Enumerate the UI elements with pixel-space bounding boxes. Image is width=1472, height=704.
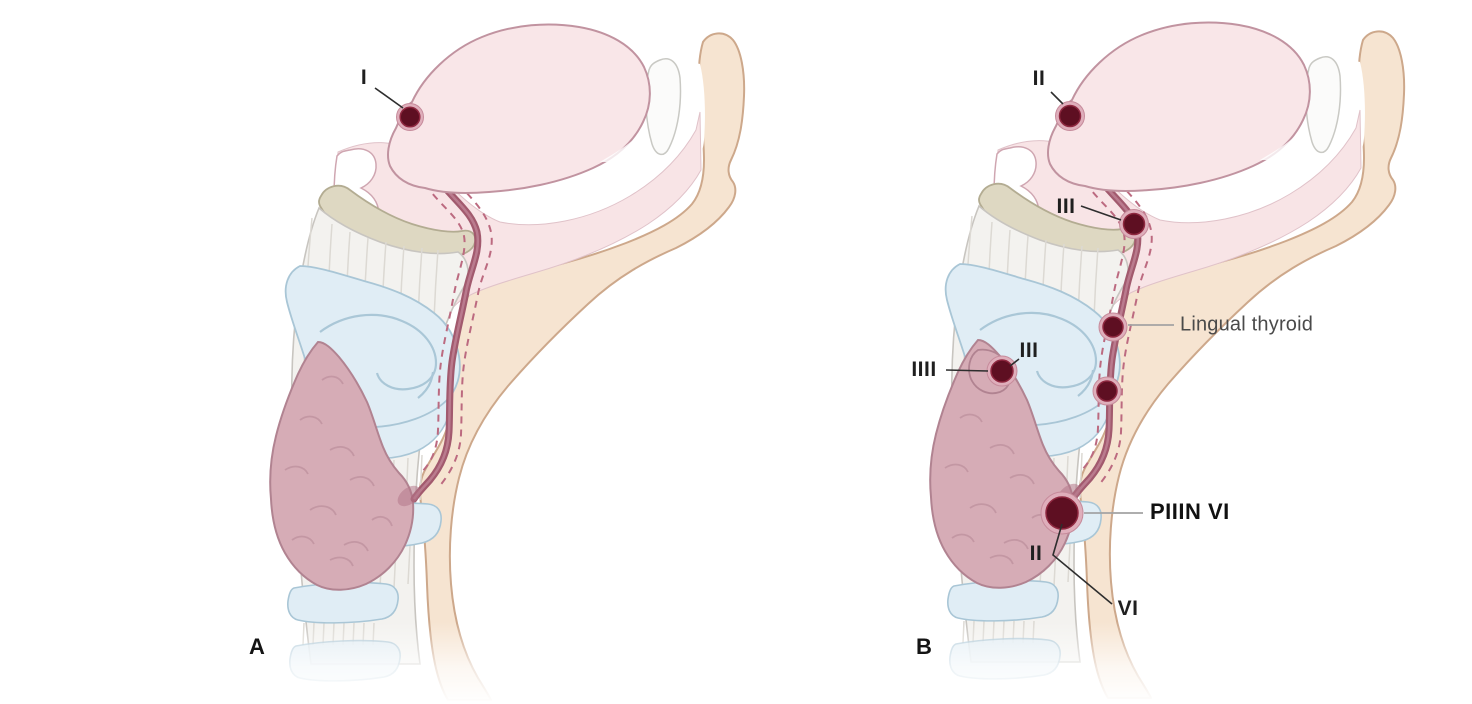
site-markers: [396, 101, 1149, 535]
label-b-thyroid-sub: II: [1029, 542, 1043, 565]
marker-b-thyroid-gland: [1040, 491, 1084, 535]
marker-b-tongue-base: [1119, 209, 1149, 239]
label-b-thyroid-main: PIIIN VI: [1150, 499, 1230, 524]
panel-label-a: A: [249, 634, 265, 659]
bottom-fade: [0, 622, 1472, 704]
marker-b-hyoid: [986, 355, 1018, 387]
marker-a-foramen-cecum: [396, 103, 424, 131]
marker-b-lingual-thyroid: [1098, 312, 1128, 342]
panel-label-b: B: [916, 634, 932, 659]
label-b-tongue-base: III: [1056, 195, 1076, 218]
leader-lines: [374, 87, 1174, 605]
label-b-hyoid-right: III: [1019, 339, 1039, 362]
marker-b-infrahyoid: [1092, 376, 1122, 406]
label-b-lingual-thyroid: Lingual thyroid: [1180, 313, 1314, 336]
label-b-hyoid-left: IIII: [911, 358, 937, 381]
label-b-thyroid-lower: VI: [1117, 597, 1139, 620]
figure-a-anatomy: [270, 24, 744, 700]
label-a-foramen-cecum: I: [360, 66, 368, 89]
label-b-foramen-cecum: II: [1032, 67, 1046, 90]
marker-b-foramen-cecum: [1055, 101, 1085, 131]
